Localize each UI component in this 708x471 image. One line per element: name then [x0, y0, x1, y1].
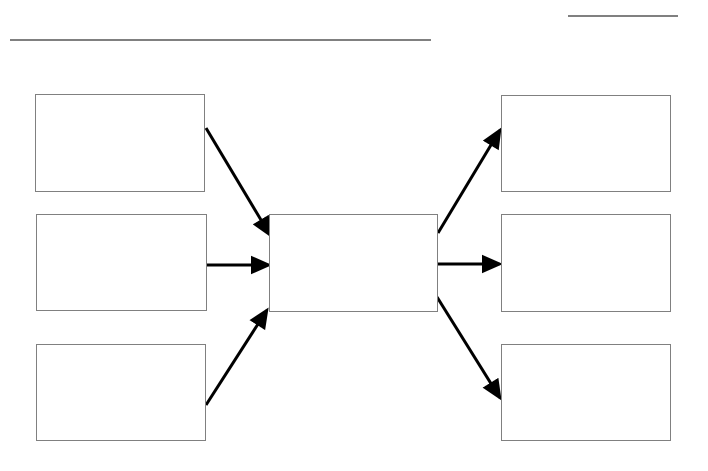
- arrow-input3-to-process: [204, 307, 269, 406]
- node-output-3[interactable]: [501, 344, 671, 441]
- node-input-2[interactable]: [36, 214, 207, 311]
- node-process[interactable]: [269, 214, 438, 312]
- top-short-rule: [568, 15, 678, 17]
- node-output-2[interactable]: [501, 214, 671, 312]
- arrow-process-to-output1: [436, 127, 502, 234]
- node-input-1[interactable]: [35, 94, 205, 192]
- node-input-3[interactable]: [36, 344, 206, 441]
- arrow-process-to-output3: [435, 296, 502, 401]
- top-long-rule: [10, 39, 431, 41]
- node-output-1[interactable]: [501, 95, 671, 192]
- arrow-input1-to-process: [204, 127, 272, 238]
